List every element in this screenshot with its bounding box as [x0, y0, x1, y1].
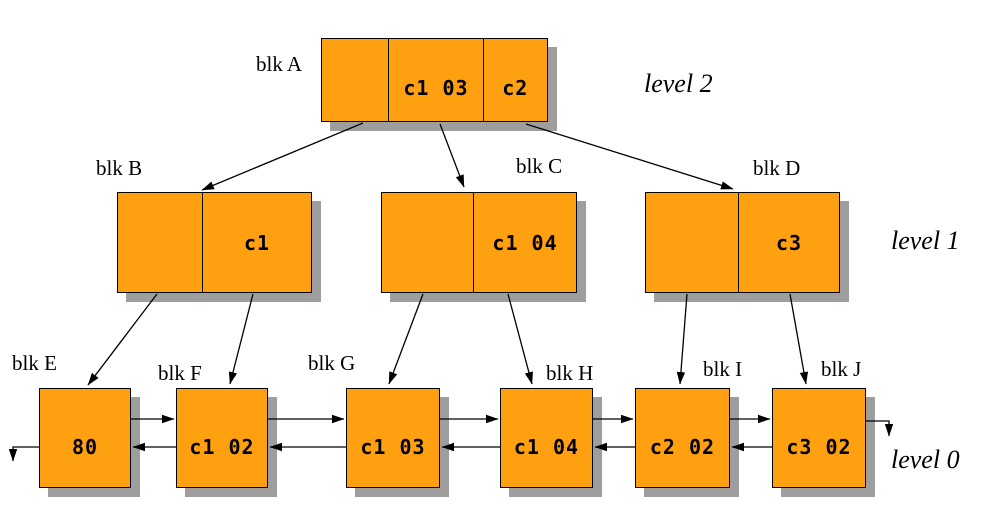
arrow-j-next-exit: [866, 420, 894, 437]
level-label-level-0: level 0: [891, 445, 960, 474]
block-blk-g: c1 03: [346, 388, 440, 488]
block-blk-b-cell-1: c1: [202, 193, 311, 292]
block-blk-h-cell-0: c1 04: [501, 389, 592, 487]
block-blk-c-cell-1-text: c1 04: [492, 230, 558, 255]
block-blk-h-label: blk H: [546, 361, 594, 385]
arrow-c-to-g: [388, 293, 424, 385]
block-blk-d-cell-0: [646, 193, 738, 292]
block-blk-a-cell-2: c2: [482, 39, 547, 121]
block-blk-g-cell-0-text: c1 03: [360, 435, 426, 459]
block-blk-b: c1: [117, 192, 312, 293]
block-blk-e-cell-0: 80: [40, 389, 130, 487]
block-blk-b-label: blk B: [96, 156, 143, 180]
arrow-b-to-f: [228, 293, 254, 385]
block-blk-g-label: blk G: [308, 351, 356, 375]
block-blk-f-label: blk F: [158, 361, 202, 385]
block-blk-a: c1 03 c2: [321, 38, 548, 122]
block-blk-f-cell-0-text: c1 02: [189, 435, 255, 459]
arrow-d-to-i: [676, 293, 688, 385]
level-label-level-1: level 1: [891, 226, 960, 255]
block-blk-e: 80: [39, 388, 131, 488]
arrow-b-to-e: [87, 293, 158, 386]
block-blk-a-cell-1-text: c1 03: [403, 76, 469, 100]
block-blk-c-cell-1: c1 04: [473, 193, 576, 292]
block-blk-d-cell-1: c3: [738, 193, 839, 292]
block-blk-i: c2 02: [635, 388, 730, 488]
block-blk-b-cell-0: [118, 193, 202, 292]
block-blk-c: c1 04: [381, 192, 577, 293]
block-blk-f: c1 02: [176, 388, 268, 488]
block-blk-d: c3: [645, 192, 840, 293]
block-blk-a-cell-1: c1 03: [388, 39, 482, 121]
block-blk-j-label: blk J: [821, 357, 862, 381]
block-blk-j-cell-0: c3 02: [773, 389, 865, 487]
level-label-level-2: level 2: [644, 69, 713, 98]
block-blk-e-cell-0-text: 80: [71, 435, 99, 459]
block-blk-j: c3 02: [772, 388, 866, 488]
arrow-a-to-c: [439, 123, 465, 188]
block-blk-i-cell-0: c2 02: [636, 389, 729, 487]
block-blk-b-cell-1-text: c1: [244, 230, 271, 255]
block-blk-g-cell-0: c1 03: [347, 389, 439, 487]
block-blk-d-label: blk D: [753, 156, 801, 180]
block-blk-h: c1 04: [500, 388, 593, 488]
block-blk-i-label: blk I: [703, 357, 743, 381]
block-blk-a-cell-0: [322, 39, 388, 121]
block-blk-c-cell-0: [382, 193, 473, 292]
arrow-e-prev-exit: [8, 446, 39, 462]
block-blk-e-label: blk E: [12, 351, 57, 375]
arrow-c-to-h: [507, 293, 533, 385]
block-blk-a-cell-2-text: c2: [502, 76, 529, 100]
block-blk-a-label: blk A: [256, 52, 303, 76]
block-blk-h-cell-0-text: c1 04: [513, 435, 580, 459]
arrow-d-to-j: [789, 293, 809, 385]
arrow-a-to-b: [201, 122, 364, 191]
block-blk-d-cell-1-text: c3: [775, 230, 803, 255]
block-blk-j-cell-0-text: c3 02: [786, 435, 852, 459]
block-blk-i-cell-0-text: c2 02: [649, 435, 716, 459]
block-blk-c-label: blk C: [516, 154, 563, 178]
block-blk-f-cell-0: c1 02: [177, 389, 267, 487]
